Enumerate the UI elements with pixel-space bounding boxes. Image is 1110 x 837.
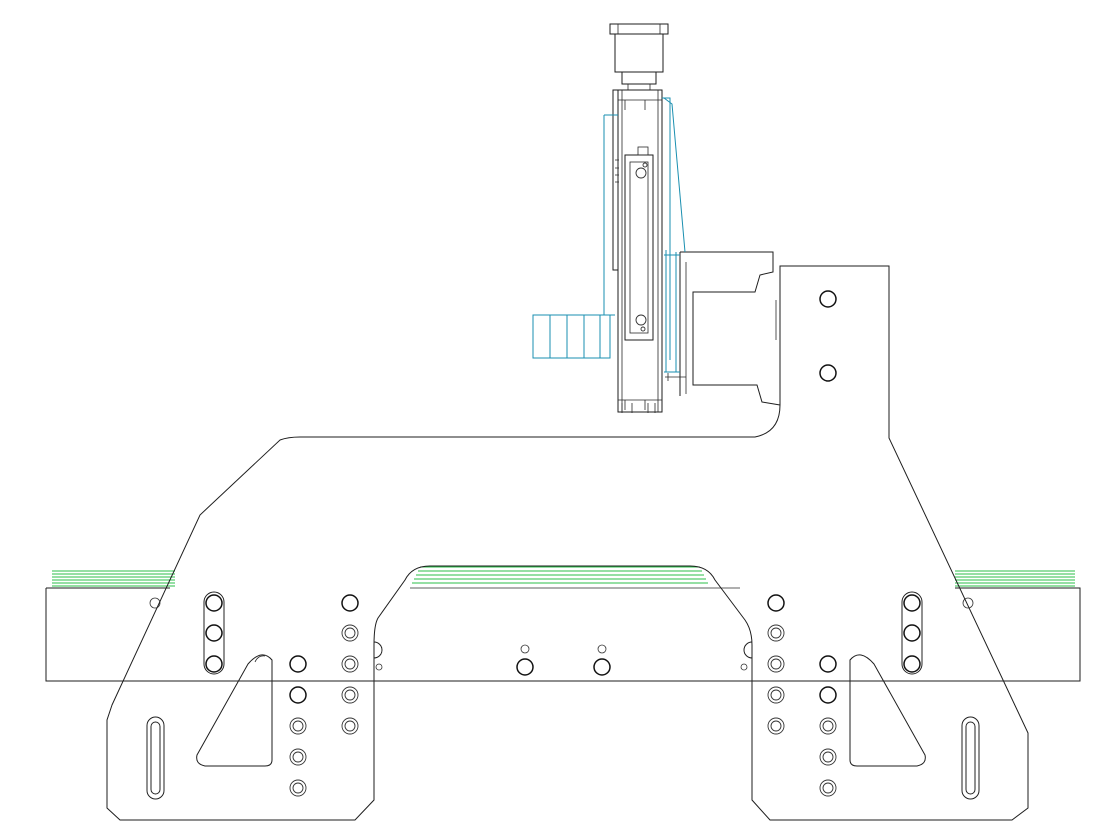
- z-carriage-bracket: [532, 97, 686, 373]
- hole-slot-left: [203, 591, 225, 675]
- hole-slot-right: [901, 591, 923, 675]
- riser-holes: [819, 290, 837, 382]
- z-axis-mount-block: [665, 251, 781, 406]
- hole-column-right-b: [819, 655, 837, 797]
- z-axis-actuator: [609, 23, 669, 413]
- base-beam: [45, 587, 1081, 682]
- base-edge-holes: [373, 641, 753, 659]
- hole-column-left-b: [289, 655, 307, 797]
- gantry-side-plate: [106, 265, 1029, 821]
- linear-rail-left: [52, 570, 175, 587]
- linear-rail-middle: [412, 566, 708, 584]
- hole-column-left-a: [341, 594, 359, 735]
- linear-rail-right: [955, 570, 1075, 587]
- hole-column-right-a: [767, 594, 785, 735]
